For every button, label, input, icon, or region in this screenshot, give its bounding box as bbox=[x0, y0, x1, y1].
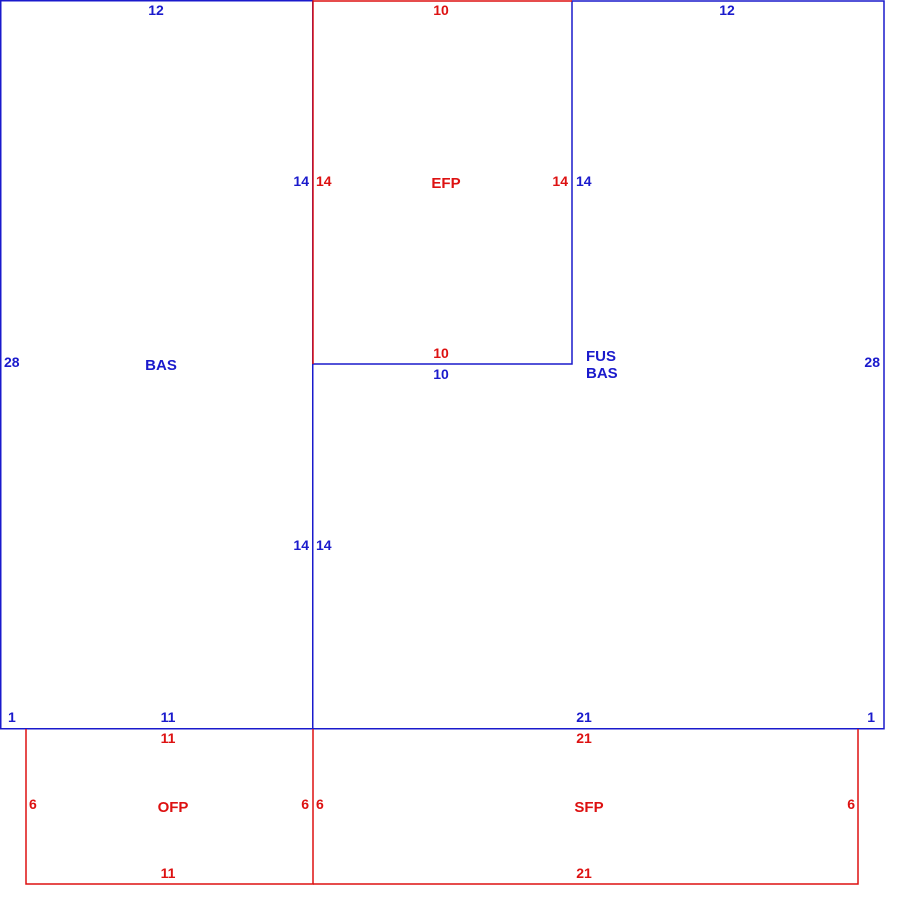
area-label-bas-right: BAS bbox=[586, 365, 618, 382]
area-label-efp: EFP bbox=[431, 175, 460, 192]
dim-inner-left-lower: 14 bbox=[293, 537, 309, 553]
dim-inner-right-lower: 14 bbox=[316, 537, 332, 553]
dim-left-side: 28 bbox=[4, 354, 20, 370]
dim-efp-left: 14 bbox=[316, 173, 332, 189]
dim-ofp-left: 6 bbox=[29, 796, 37, 812]
dim-bottom-left-corner: 1 bbox=[8, 709, 16, 725]
dim-bottom-right: 21 bbox=[576, 709, 592, 725]
dim-ofp-bottom: 11 bbox=[161, 865, 176, 881]
dim-sfp-bottom: 21 bbox=[576, 865, 592, 881]
dim-top-efp: 10 bbox=[433, 2, 449, 18]
area-label-ofp: OFP bbox=[158, 799, 189, 816]
dim-inner-left-upper: 14 bbox=[293, 173, 309, 189]
dim-efp-bottom: 10 bbox=[433, 345, 449, 361]
dim-ofp-right: 6 bbox=[301, 796, 309, 812]
dim-sfp-top: 21 bbox=[576, 730, 592, 746]
dim-top-right: 12 bbox=[719, 2, 735, 18]
area-label-sfp: SFP bbox=[574, 799, 603, 816]
porch-outlines bbox=[25, 0, 859, 885]
dim-bottom-right-corner: 1 bbox=[867, 709, 875, 725]
sfp-outline bbox=[313, 729, 859, 885]
ofp-outline bbox=[25, 729, 314, 885]
dim-efp-right: 14 bbox=[552, 173, 568, 189]
bas-left-room bbox=[0, 0, 314, 730]
dim-bottom-left: 11 bbox=[161, 709, 176, 725]
dim-sfp-left: 6 bbox=[316, 796, 324, 812]
area-label-fus: FUS bbox=[586, 348, 616, 365]
efp-outline bbox=[312, 0, 572, 364]
area-label-bas-left: BAS bbox=[145, 357, 177, 374]
dim-ofp-top: 11 bbox=[161, 730, 176, 746]
dim-right-side: 28 bbox=[864, 354, 880, 370]
main-structure-outline bbox=[0, 0, 885, 730]
dim-inner-right-upper: 14 bbox=[576, 173, 592, 189]
dim-sfp-right: 6 bbox=[847, 796, 855, 812]
fus-room-outline bbox=[313, 0, 885, 730]
dim-fus-top: 10 bbox=[433, 366, 449, 382]
dim-top-left: 12 bbox=[148, 2, 164, 18]
